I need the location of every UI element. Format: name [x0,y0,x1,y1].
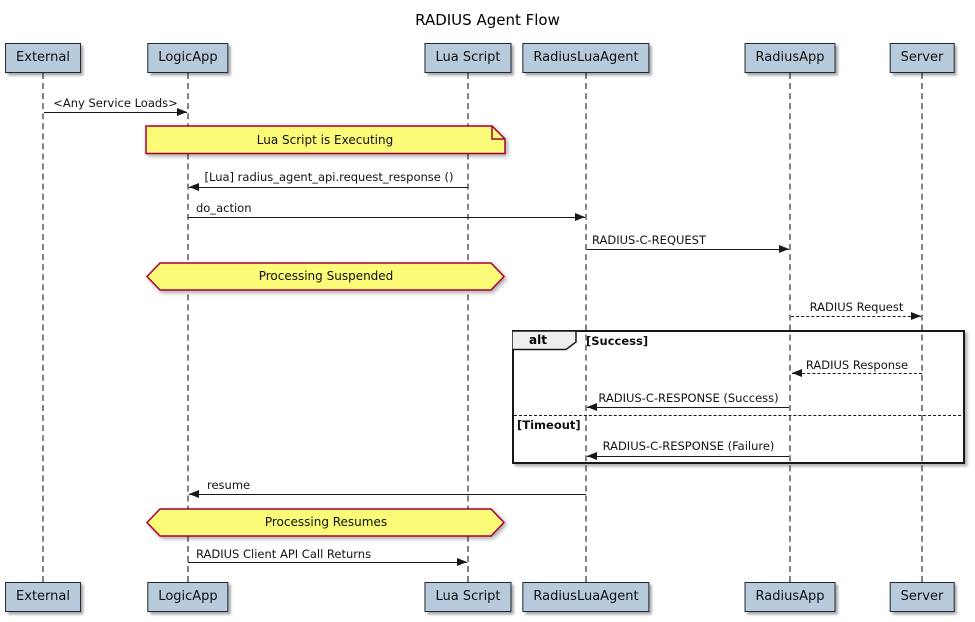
hexagon-note-shape [146,508,506,537]
participant-server-bottom: Server [889,582,955,612]
message-line [189,494,586,495]
message-label: <Any Service Loads> [53,96,178,110]
participant-radiusapp-bottom: RadiusApp [744,582,836,612]
hexagon-note-shape [146,262,506,291]
participant-lua-script-top: Lua Script [424,43,512,73]
alt-operator-pentagon [512,330,577,351]
message-line [188,217,585,218]
participant-logicapp-top: LogicApp [147,43,229,73]
arrowhead-left-icon [587,403,597,411]
participant-external-top: External [5,43,81,73]
arrowhead-right-icon [177,108,187,116]
alt-condition-success: [Success] [586,334,649,348]
message-label: RADIUS-C-REQUEST [592,233,707,247]
arrowhead-right-icon [779,245,789,253]
arrowhead-left-icon [587,452,597,460]
message-line [587,249,789,250]
message-label: do_action [196,201,252,215]
alt-condition-timeout: [Timeout] [517,418,581,432]
message-line [44,112,187,113]
lifeline-server [921,73,923,582]
lifeline-lua-script [467,73,469,582]
message-line [792,373,922,374]
participant-external-bottom: External [5,582,81,612]
alt-section-divider [514,415,961,416]
arrowhead-right-icon [457,558,467,566]
message-line [188,562,467,563]
arrowhead-left-icon [189,490,199,498]
note-shape [145,125,506,155]
participant-server-top: Server [889,43,955,73]
arrowhead-left-icon [792,369,802,377]
message-label: [Lua] radius_agent_api.request_response … [204,170,454,184]
lifeline-external [42,73,44,582]
message-label: RADIUS Response [805,358,909,372]
message-line [791,316,921,317]
arrowhead-left-icon [189,183,199,191]
lifeline-radiusluaagent [585,73,587,582]
message-line [587,407,789,408]
note-lua-script-executing: Lua Script is Executing [256,133,394,147]
note-processing-suspended: Processing Suspended [258,269,394,283]
participant-radiusluaagent-bottom: RadiusLuaAgent [522,582,650,612]
participant-radiusluaagent-top: RadiusLuaAgent [522,43,650,73]
message-line [587,456,789,457]
message-label: RADIUS-C-RESPONSE (Failure) [602,439,775,453]
message-label: RADIUS Request [809,300,904,314]
participant-radiusapp-top: RadiusApp [744,43,836,73]
arrowhead-right-icon [911,312,921,320]
message-label: resume [207,478,251,492]
participant-logicapp-bottom: LogicApp [147,582,229,612]
message-label: RADIUS-C-RESPONSE (Success) [598,391,779,405]
lifeline-radiusapp [789,73,791,582]
diagram-title: RADIUS Agent Flow [415,11,560,29]
message-label: RADIUS Client API Call Returns [196,547,372,561]
alt-frame [512,330,965,464]
note-processing-resumes: Processing Resumes [264,515,388,529]
message-line [189,187,468,188]
arrowhead-right-icon [575,213,585,221]
alt-operator-label: alt [529,333,547,347]
participant-lua-script-bottom: Lua Script [424,582,512,612]
lifeline-logicapp [187,73,189,582]
